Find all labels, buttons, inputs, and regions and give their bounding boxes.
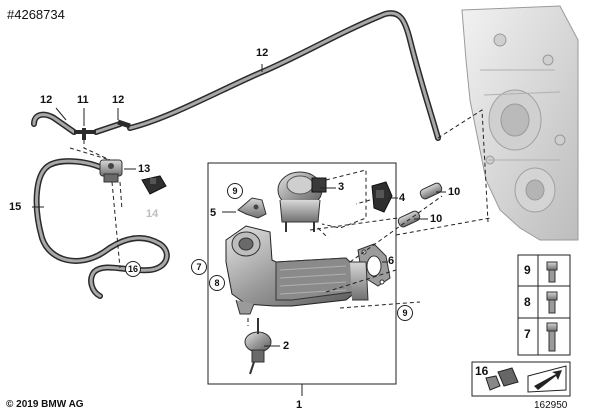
callout-3[interactable]: 3	[338, 181, 345, 193]
kit-panel	[471, 254, 571, 397]
callout-6[interactable]: 6	[388, 255, 395, 267]
egr-valve-3	[277, 171, 327, 232]
egr-cooler	[225, 225, 369, 315]
callout-10-upper[interactable]: 10	[448, 186, 461, 198]
callout-12-left[interactable]: 12	[40, 94, 53, 106]
reference-number: #4268734	[7, 7, 65, 22]
circled-ref-7[interactable]: 7	[191, 259, 207, 275]
leader-lines	[69, 109, 491, 326]
connector-4	[371, 181, 393, 213]
callout-12-mid[interactable]: 12	[112, 94, 125, 106]
circled-ref-9-lower[interactable]: 9	[397, 305, 413, 321]
diagram-number: 162950	[534, 400, 568, 411]
kit-item-16[interactable]: 16	[475, 364, 489, 378]
hose-fitting-11	[31, 111, 131, 140]
kit-item-9[interactable]: 9	[524, 263, 531, 277]
vacuum-unit-2	[244, 318, 272, 375]
kit-item-7[interactable]: 7	[524, 327, 531, 341]
sleeve-10-upper	[419, 182, 443, 200]
callout-leaders	[32, 64, 446, 396]
callout-15[interactable]: 15	[9, 201, 22, 213]
copyright: © 2019 BMW AG	[6, 399, 84, 410]
vacuum-hose-12	[127, 10, 441, 141]
vacuum-hose-15	[33, 158, 170, 299]
connector-14	[141, 175, 167, 195]
callout-5[interactable]: 5	[210, 207, 217, 219]
engine-block	[461, 5, 579, 241]
callout-11[interactable]: 11	[77, 94, 89, 106]
bracket-5	[237, 197, 267, 219]
circled-ref-9-upper[interactable]: 9	[227, 183, 243, 199]
callout-4[interactable]: 4	[399, 192, 406, 204]
circled-ref-16[interactable]: 16	[125, 261, 141, 277]
pressure-converter-13	[99, 159, 123, 183]
callout-13[interactable]: 13	[138, 163, 151, 175]
callout-2[interactable]: 2	[283, 340, 290, 352]
callout-10-lower[interactable]: 10	[430, 213, 443, 225]
callout-12-top[interactable]: 12	[256, 47, 269, 59]
kit-item-8[interactable]: 8	[524, 295, 531, 309]
callout-1[interactable]: 1	[296, 399, 303, 411]
callout-14[interactable]: 14	[146, 208, 159, 220]
circled-ref-8[interactable]: 8	[209, 275, 225, 291]
